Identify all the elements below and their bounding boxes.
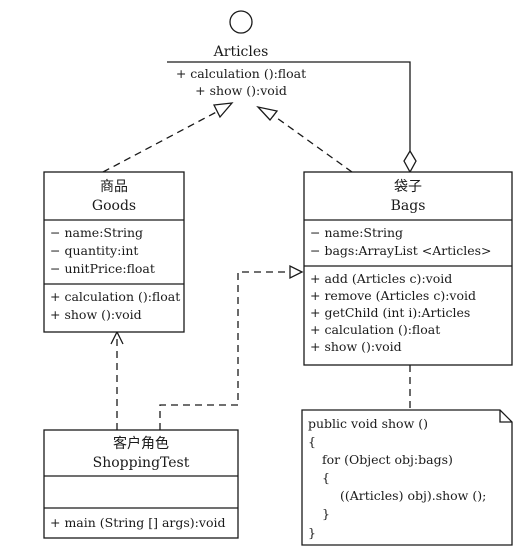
note-folded-corner xyxy=(499,410,512,423)
note-code-line: } xyxy=(308,525,316,540)
goods-realization-line xyxy=(102,107,225,173)
bags-realization-line xyxy=(269,112,353,173)
bags-operation: + calculation ():float xyxy=(310,322,440,337)
goods-title-en: Goods xyxy=(92,198,136,214)
client-operation: + main (String [] args):void xyxy=(50,515,225,530)
note-code-line: { xyxy=(322,470,330,485)
bags-operation: + getChild (int i):Articles xyxy=(310,305,470,320)
goods-operation: + calculation ():float xyxy=(50,289,180,304)
bags-operation: + show ():void xyxy=(310,339,402,354)
articles-operation: + show ():void xyxy=(195,83,287,98)
bags-operation: + remove (Articles c):void xyxy=(310,288,476,303)
note-code-line: ((Articles) obj).show (); xyxy=(340,488,486,503)
bags-operation: + add (Articles c):void xyxy=(310,271,452,286)
goods-realization-arrowhead xyxy=(213,102,234,119)
client-box xyxy=(43,429,239,539)
client-bags-dependency-line xyxy=(159,271,294,430)
articles-operation: + calculation ():float xyxy=(176,66,306,81)
bags-attribute: − bags:ArrayList <Articles> xyxy=(310,243,492,258)
show-method-note: public void show () { for (Object obj:ba… xyxy=(301,409,513,546)
goods-operation: + show ():void xyxy=(50,307,142,322)
goods-attribute: − name:String xyxy=(50,225,143,240)
bags-class: 袋子 Bags − name:String − bags:ArrayList <… xyxy=(303,171,513,366)
bags-title-cn: 袋子 xyxy=(394,179,422,195)
note-code-line: { xyxy=(308,434,316,449)
aggregation-line xyxy=(287,61,411,151)
client-title-en: ShoppingTest xyxy=(93,455,190,471)
aggregation-diamond xyxy=(403,149,417,174)
note-box xyxy=(301,409,513,546)
note-code-line: } xyxy=(322,506,330,521)
bags-box xyxy=(303,171,513,366)
goods-box xyxy=(43,171,185,333)
goods-attribute: − unitPrice:float xyxy=(50,261,155,276)
bags-attribute: − name:String xyxy=(310,225,403,240)
client-bags-dependency-arrowhead xyxy=(289,264,304,280)
client-title-cn: 客户角色 xyxy=(113,435,169,452)
articles-interface: Articles + calculation ():float + show (… xyxy=(167,10,306,98)
goods-class: 商品 Goods − name:String − quantity:int − … xyxy=(43,171,185,333)
note-code-line: for (Object obj:bags) xyxy=(322,452,453,467)
goods-attribute: − quantity:int xyxy=(50,243,138,258)
bags-title-en: Bags xyxy=(391,198,426,214)
goods-title-cn: 商品 xyxy=(100,179,128,195)
bags-realization-arrowhead xyxy=(256,105,279,122)
client-class: 客户角色 ShoppingTest + main (String [] args… xyxy=(43,429,239,539)
articles-title: Articles xyxy=(213,44,269,60)
note-code-line: public void show () xyxy=(308,416,428,431)
interface-lollipop-icon xyxy=(229,10,253,34)
